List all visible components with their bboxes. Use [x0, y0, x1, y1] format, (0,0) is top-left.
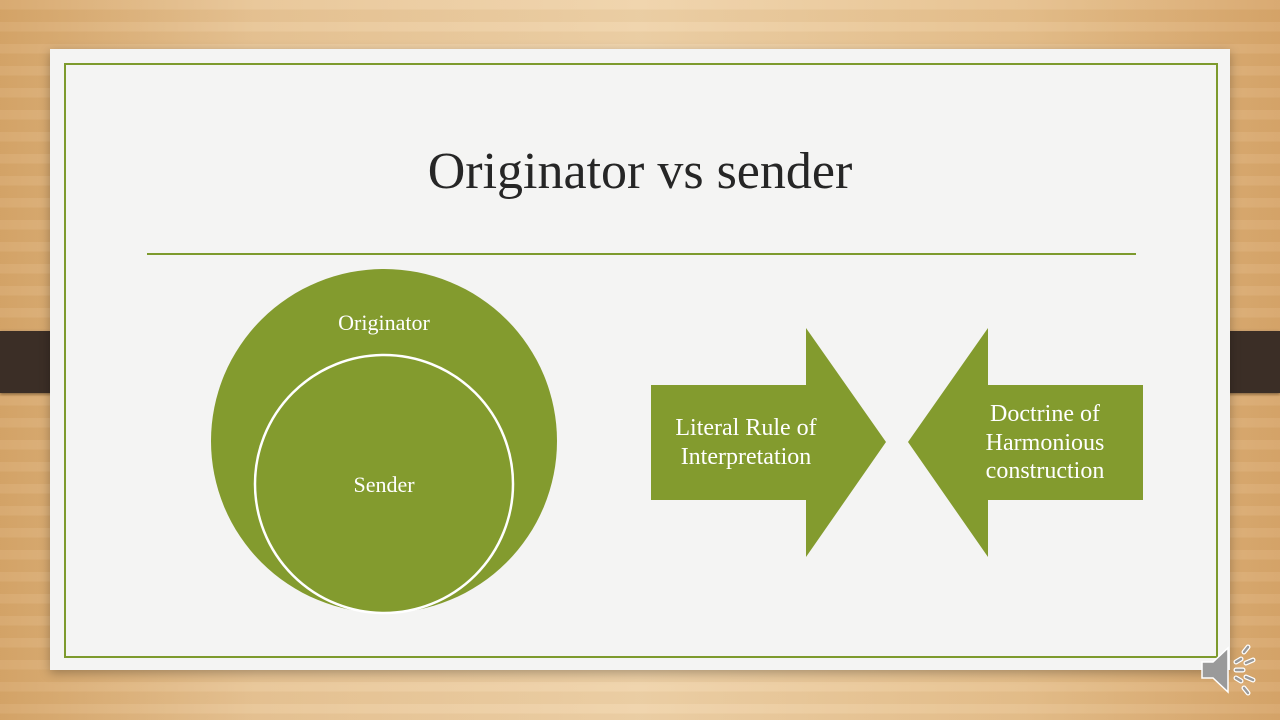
sender-label: Sender [353, 472, 415, 497]
speaker-icon[interactable] [1198, 638, 1264, 702]
left-arrow-label-line3: construction [986, 458, 1105, 484]
left-arrow-shape [908, 328, 1143, 557]
right-arrow-label-line2: Interpretation [681, 444, 812, 470]
right-arrow-label-line1: Literal Rule of [675, 415, 816, 441]
title-divider [147, 253, 1136, 255]
slide-title: Originator vs sender [427, 143, 853, 200]
left-arrow-label-line2: Harmonious [986, 430, 1105, 456]
slide-border [64, 63, 1218, 658]
originator-label: Originator [338, 310, 430, 335]
right-arrow-shape [651, 328, 886, 557]
left-arrow-label-line1: Doctrine of [990, 401, 1100, 427]
circle-diagram: Originator Sender [211, 269, 557, 615]
sender-circle [253, 353, 515, 615]
left-arrow: Doctrine of Harmonious construction [908, 328, 1143, 557]
right-arrow: Literal Rule of Interpretation [651, 328, 886, 557]
